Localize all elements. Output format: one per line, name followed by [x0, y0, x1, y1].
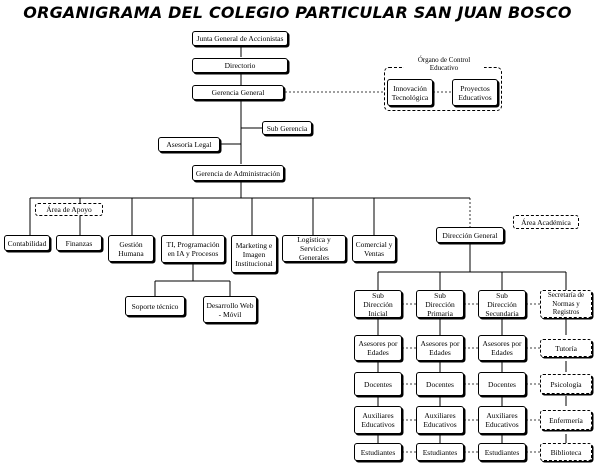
node-sub-secundaria[interactable]: Sub Dirección Secundaria: [478, 290, 526, 318]
node-auxiliares-secundaria[interactable]: Auxiliares Educativos: [478, 406, 526, 434]
node-docentes-inicial[interactable]: Docentes: [354, 372, 402, 396]
node-asesores-secundaria[interactable]: Asesores por Edades: [478, 335, 526, 361]
node-comercial[interactable]: Comercial y Ventas: [352, 235, 396, 262]
node-asesores-primaria[interactable]: Asesores por Edades: [416, 335, 464, 361]
node-auxiliares-primaria[interactable]: Auxiliares Educativos: [416, 406, 464, 434]
node-ti[interactable]: TI, Programación en IA y Procesos: [161, 235, 225, 263]
area-academica-label: Área Académica: [513, 215, 579, 229]
node-proyectos[interactable]: Proyectos Educativos: [452, 79, 498, 106]
node-soporte[interactable]: Soporte técnico: [125, 296, 185, 316]
node-biblioteca[interactable]: Biblioteca: [540, 443, 592, 461]
node-asesores-inicial[interactable]: Asesores por Edades: [354, 335, 402, 361]
area-apoyo-label: Área de Apoyo: [35, 203, 103, 216]
node-finanzas[interactable]: Finanzas: [56, 235, 102, 251]
node-desarrollo[interactable]: Desarrollo Web - Móvil: [203, 296, 257, 323]
node-sub-primaria[interactable]: Sub Dirección Primaria: [416, 290, 464, 318]
page-title: ORGANIGRAMA DEL COLEGIO PARTICULAR SAN J…: [23, 3, 572, 22]
node-junta[interactable]: Junta General de Accionistas: [192, 31, 288, 46]
node-innovacion[interactable]: Innovación Tecnológica: [387, 79, 433, 106]
node-docentes-primaria[interactable]: Docentes: [416, 372, 464, 396]
node-docentes-secundaria[interactable]: Docentes: [478, 372, 526, 396]
node-logistica[interactable]: Logística y Servicios Generales: [282, 235, 346, 262]
node-auxiliares-inicial[interactable]: Auxiliares Educativos: [354, 406, 402, 434]
node-asesoria-legal[interactable]: Asesoría Legal: [158, 137, 220, 152]
node-enfermeria[interactable]: Enfermería: [540, 410, 592, 430]
node-marketing[interactable]: Marketing e Imagen Institucional: [231, 235, 277, 273]
node-estudiantes-inicial[interactable]: Estudiantes: [354, 443, 402, 461]
node-sub-gerencia[interactable]: Sub Gerencia: [262, 121, 312, 135]
node-gerencia-admin[interactable]: Gerencia de Administración: [192, 165, 284, 181]
node-directorio[interactable]: Directorio: [192, 58, 288, 73]
node-direccion-general[interactable]: Dirección General: [436, 227, 504, 243]
node-sub-inicial[interactable]: Sub Dirección Inicial: [354, 290, 402, 318]
node-secretaria[interactable]: Secretaría de Normas y Registros: [540, 290, 592, 318]
node-gestion-humana[interactable]: Gestión Humana: [108, 235, 154, 262]
node-estudiantes-secundaria[interactable]: Estudiantes: [478, 443, 526, 461]
node-tutoria[interactable]: Tutoría: [540, 339, 592, 357]
organo-control-label: Órgano de Control Educativo: [404, 56, 484, 73]
node-gerencia-general[interactable]: Gerencia General: [192, 85, 284, 100]
node-estudiantes-primaria[interactable]: Estudiantes: [416, 443, 464, 461]
node-psicologia[interactable]: Psicología: [540, 374, 592, 394]
node-contabilidad[interactable]: Contabilidad: [4, 235, 50, 251]
